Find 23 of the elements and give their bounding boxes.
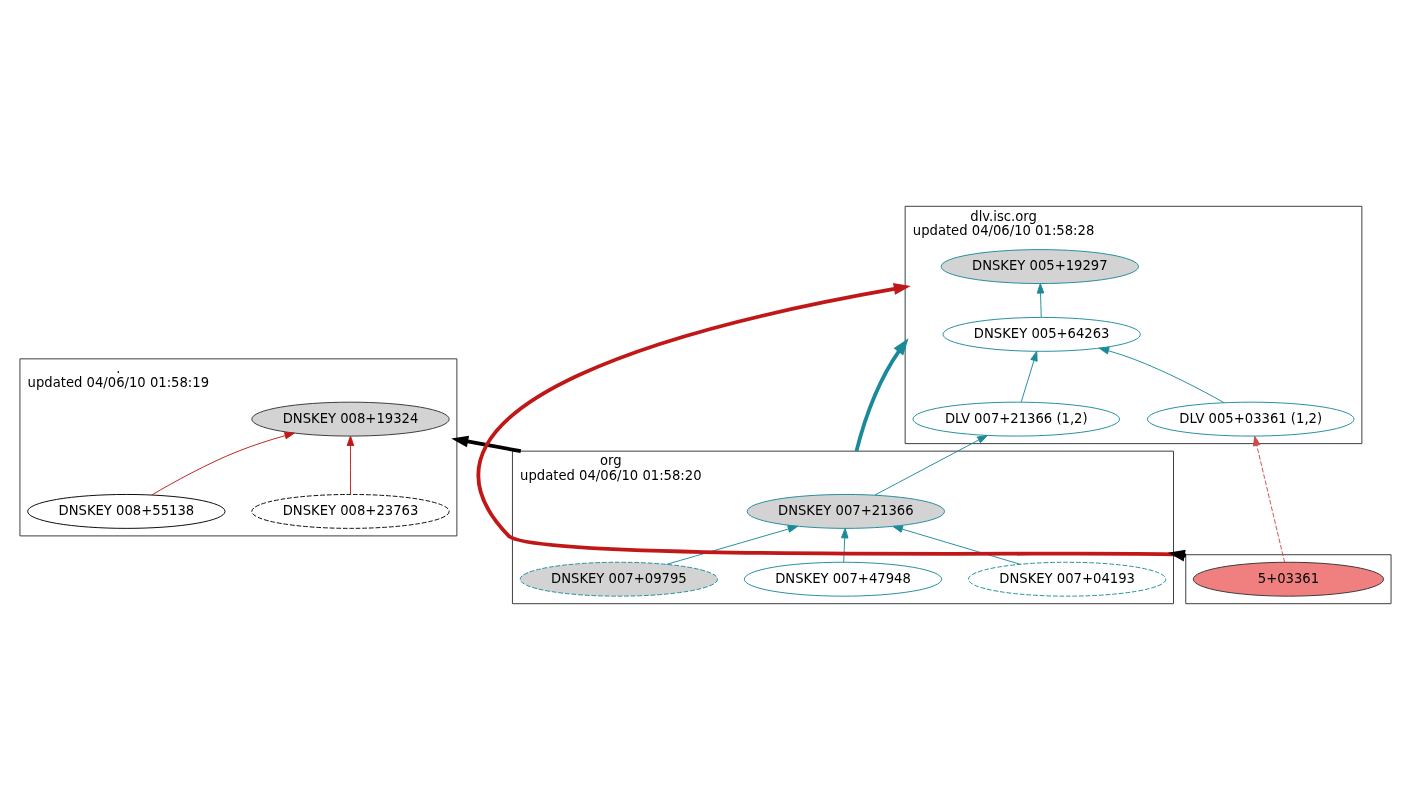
arrow [1020, 350, 1038, 402]
node-ellipse: DNSKEY 007+09795 [519, 561, 718, 597]
arrow [1098, 346, 1225, 403]
arrow [892, 525, 1021, 565]
node-ellipse: 5+03361 [1192, 561, 1384, 597]
arrow [874, 434, 988, 496]
arrow [1036, 282, 1045, 318]
arrow [346, 435, 355, 495]
arrow [840, 527, 849, 562]
node-ellipse: DLV 007+21366 (1,2) [912, 401, 1120, 437]
node-ellipse: DNSKEY 008+55138 [27, 493, 226, 529]
arrow [1253, 435, 1286, 563]
arrow [451, 435, 522, 453]
node-ellipse: DNSKEY 008+23763 [251, 493, 450, 529]
node-ellipse: DNSKEY 007+21366 [746, 493, 945, 529]
arrow [151, 431, 295, 495]
node-ellipse: DNSKEY 005+19297 [940, 248, 1139, 284]
arrow [854, 337, 909, 452]
node-ellipse: DLV 005+03361 (1,2) [1147, 401, 1355, 437]
node-ellipse: DNSKEY 007+04193 [967, 561, 1167, 597]
node-ellipse: DNSKEY 007+47948 [743, 561, 943, 597]
cluster [1185, 553, 1392, 604]
arrow [666, 524, 799, 565]
